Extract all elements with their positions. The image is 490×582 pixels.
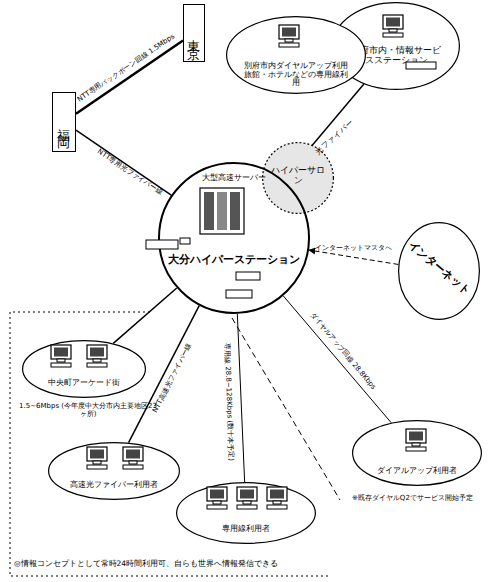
city-box: 福岡 xyxy=(52,92,76,152)
computer-icon xyxy=(123,447,143,469)
node-text: 1.5~6Mbps (今年度中大分市内主要地区23ヶ所) xyxy=(18,402,158,418)
user-group: 専用線利用者 xyxy=(176,482,316,544)
node-text: 大型高速サーバー xyxy=(194,174,274,183)
user-group: 高速光ファイバー利用者 xyxy=(48,442,180,500)
node-outline xyxy=(352,420,482,486)
user-group: ダイアルアップ利用者 xyxy=(352,420,482,486)
node-ellipse xyxy=(49,443,180,500)
line-label: 光ファイバー xyxy=(303,108,368,168)
node-ellipse xyxy=(177,483,316,544)
modem-icon xyxy=(406,62,436,69)
node-text: 大分ハイパーステーション xyxy=(162,254,306,267)
line-label: インターネットマスタへ xyxy=(294,244,414,252)
line-label: NTT高速光ファイバー線 xyxy=(141,323,203,434)
line-label: ダイヤルアップ回線 28.8Kbps xyxy=(298,299,388,404)
line-label: 専用線 28.8~128Kbps (数十本予定) xyxy=(223,337,236,467)
node-text: 福岡 xyxy=(53,97,74,154)
computer-icon xyxy=(87,345,107,367)
node-ellipse xyxy=(399,223,480,320)
node-text: 東京 xyxy=(184,9,203,64)
computer-icon xyxy=(207,487,227,509)
hub-circle: 大型高速サーバー大分ハイパーステーション xyxy=(158,162,310,314)
node-text: 中央町アーケード街 xyxy=(28,378,140,387)
node-outline xyxy=(176,482,316,544)
node-text: ダイアルアップ利用者 xyxy=(364,466,470,475)
node-ellipse xyxy=(227,17,366,94)
node-text: 別府市内ダイヤルアップ利用 旅館・ホテルなどの専用線利用 xyxy=(242,62,350,88)
server-icon xyxy=(200,188,244,234)
node-outline xyxy=(22,340,146,398)
computer-icon xyxy=(267,487,287,509)
computer-icon xyxy=(87,447,107,469)
computer-icon xyxy=(279,25,299,47)
node-outline xyxy=(48,442,180,500)
network-line xyxy=(113,288,176,343)
user-group: 中央町アーケード街1.5~6Mbps (今年度中大分市内主要地区23ヶ所) xyxy=(22,340,146,398)
line-label: NTT専用光ファイバー線 xyxy=(78,136,182,210)
region-divider xyxy=(232,318,340,500)
computer-icon xyxy=(406,429,426,451)
router-icon xyxy=(146,238,190,249)
note-text: ※既存ダイヤルQ2でサービス開始予定 xyxy=(352,494,484,502)
node-ellipse xyxy=(353,421,482,486)
node-outline xyxy=(158,162,310,314)
network-line xyxy=(309,250,398,264)
computer-icon xyxy=(237,487,257,509)
line-label: NTT専用バックボーン回線 1.5Mbps xyxy=(57,20,194,116)
computer-icon xyxy=(383,15,403,37)
computer-icon xyxy=(51,345,71,367)
network-line xyxy=(283,296,391,423)
router-icon xyxy=(226,290,252,298)
internet-cloud: インターネット xyxy=(398,222,480,320)
user-group: 別府市内ダイヤルアップ利用 旅館・ホテルなどの専用線利用 xyxy=(226,16,366,94)
node-ellipse xyxy=(159,163,309,313)
network-line xyxy=(76,41,183,114)
city-box: 東京 xyxy=(183,4,205,62)
node-text: 高速光ファイバー利用者 xyxy=(56,480,172,489)
node-text: 専用線利用者 xyxy=(196,524,296,533)
node-ellipse xyxy=(23,341,146,398)
note-text: ◎情報コンセプトとして常時24時間利用可、自らも世界へ情報発信できる xyxy=(14,560,474,569)
network-line xyxy=(237,314,244,482)
region-border xyxy=(10,312,330,576)
router-icon xyxy=(236,272,260,280)
